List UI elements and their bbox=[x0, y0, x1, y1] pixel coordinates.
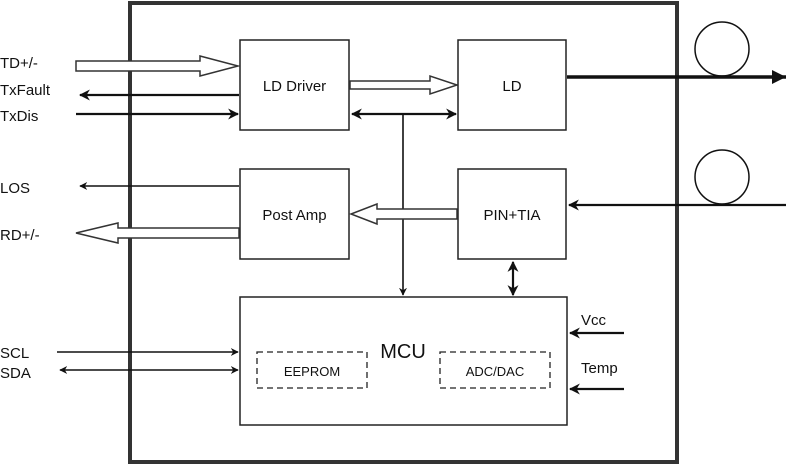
ld-output-arrowhead bbox=[772, 70, 786, 84]
rx-fiber-loop-icon bbox=[694, 149, 750, 205]
pin-tia-block bbox=[457, 168, 567, 260]
mcu-block bbox=[239, 296, 568, 426]
sda-label: SDA bbox=[0, 365, 31, 382]
td-label: TD+/- bbox=[0, 55, 38, 72]
txdis-label: TxDis bbox=[0, 108, 38, 125]
adc-dac-subblock bbox=[439, 351, 551, 389]
temp-label: Temp bbox=[581, 360, 618, 377]
post-amp-block bbox=[239, 168, 350, 260]
ld-driver-block bbox=[239, 39, 350, 131]
scl-label: SCL bbox=[0, 345, 29, 362]
los-label: LOS bbox=[0, 180, 30, 197]
eeprom-subblock bbox=[256, 351, 368, 389]
pin-tia-label: PIN+TIA bbox=[483, 207, 540, 224]
ld-label: LD bbox=[502, 78, 521, 95]
ld-driver-label: LD Driver bbox=[263, 78, 326, 95]
vcc-label: Vcc bbox=[581, 312, 607, 329]
txfault-label: TxFault bbox=[0, 82, 51, 99]
ld-driver-to-ld-bus bbox=[349, 74, 460, 96]
mcu-label: MCU bbox=[380, 341, 426, 363]
rd-label: RD+/- bbox=[0, 227, 40, 244]
adc-dac-label: ADC/DAC bbox=[466, 364, 525, 379]
rd-bus-arrow bbox=[75, 222, 240, 244]
td-bus-arrow bbox=[75, 55, 241, 77]
ld-block bbox=[457, 39, 567, 131]
eeprom-label: EEPROM bbox=[284, 364, 340, 379]
tx-fiber-loop-icon bbox=[694, 21, 750, 77]
pin-tia-to-post-amp-bus bbox=[348, 202, 458, 226]
post-amp-label: Post Amp bbox=[262, 207, 326, 224]
